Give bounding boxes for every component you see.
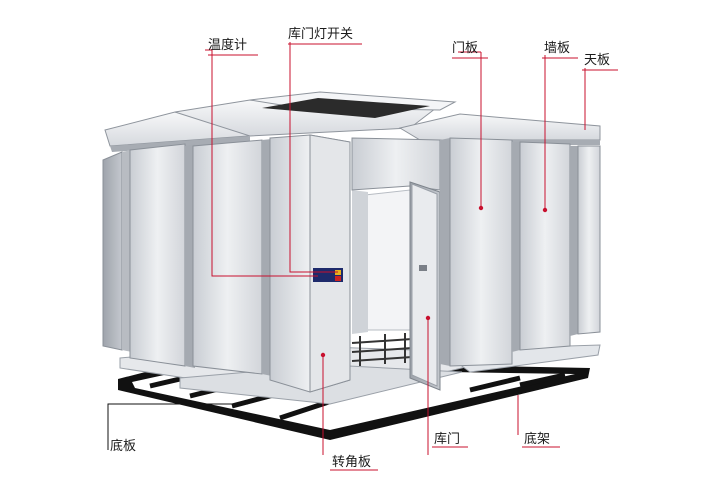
label-underlines [208,43,618,471]
label-thermometer: 温度计 [208,37,247,53]
label-cold-room-door: 库门 [434,431,460,447]
corner-panel [269,134,351,393]
leader-thermometer [205,49,318,277]
leader-lines [205,42,586,455]
label-floor-panel: 底板 [110,438,136,454]
cold-room-door [409,181,441,391]
back-wall [364,189,411,331]
right-wall-panels [440,137,601,367]
door-header-panel [351,137,441,191]
label-corner-panel: 转角板 [332,455,371,470]
left-wall-panels [102,139,272,376]
label-door-light-switch: 库门灯开关 [288,26,353,42]
leader-door-light-switch [289,42,338,273]
inner-side-wall [352,190,368,334]
ceiling-panels [104,91,601,152]
leader-lines-black [107,403,248,450]
leader-floor-panel [107,403,248,450]
label-ceiling-panel: 天板 [584,53,610,68]
label-wall-panel: 墙板 [544,41,570,56]
door-handle-icon [419,265,427,271]
leader-dots [320,205,548,358]
label-base-frame: 底架 [524,431,550,447]
switch-indicator-icon [335,276,341,281]
label-door-panel: 门板 [452,41,478,56]
